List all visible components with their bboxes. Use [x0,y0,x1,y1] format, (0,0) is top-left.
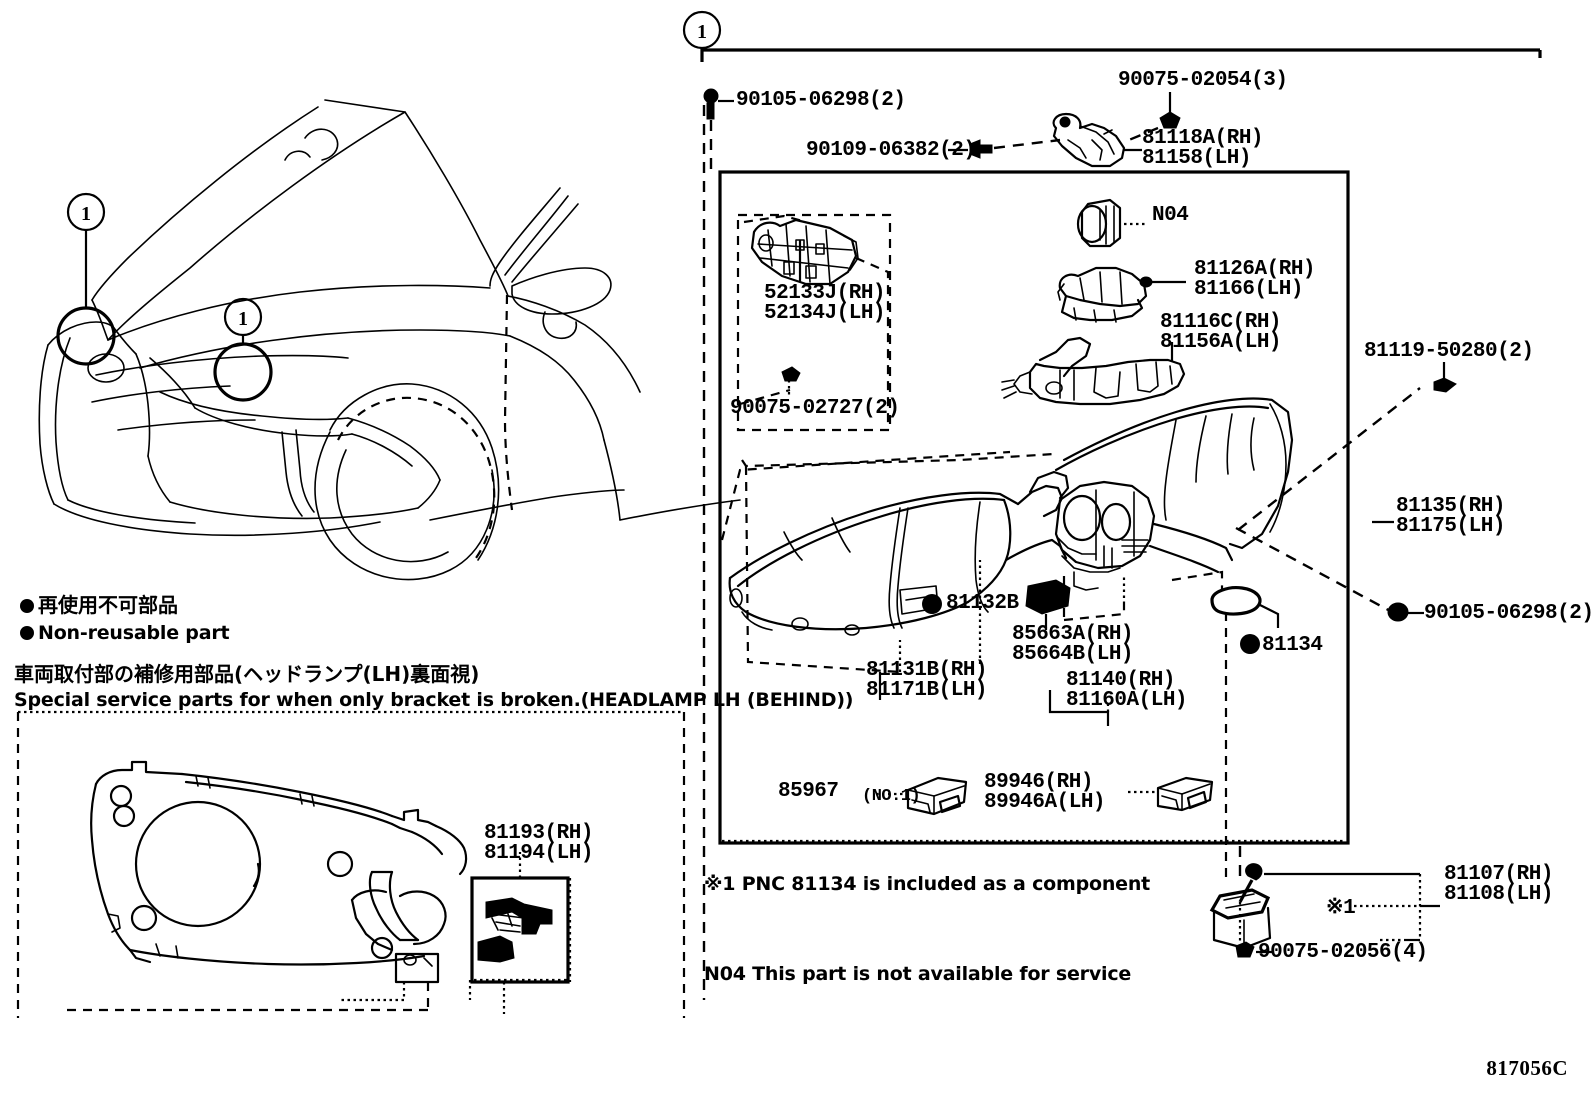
legend-special-en: Special service parts for when only brac… [14,689,854,711]
label-bracket-116-lh: 81156A(LH) [1160,331,1282,354]
label-service-bracket-rh: 81193(RH) [484,822,593,845]
label-housing-lh: 81175(LH) [1396,515,1505,538]
label-nut-top-right: 90075-02054(3) [1118,69,1288,92]
label-lens-dot: 81132B [946,592,1019,615]
label-computer-85967-no: (NO.1) [862,787,921,806]
label-bracket-116-rh: 81116C(RH) [1160,311,1282,334]
label-bracket-126-lh: 81166(LH) [1194,278,1303,301]
legend-special-jp: 車両取付部の補修用部品(ヘッドランプ(LH)裏面視) [14,662,480,686]
label-bolt-top-left: 90105-06298(2) [736,89,906,112]
legend-nonreusable-en: Non-reusable part [38,622,230,644]
label-unit-lh: 81160A(LH) [1066,689,1188,712]
label-computer-lh: 89946A(LH) [984,791,1106,814]
vehicle-illustration: 1 1 [38,99,741,581]
bracket-81116c [1001,336,1186,406]
svg-text:1: 1 [81,203,91,225]
label-bolt-right-low: 90105-06298(2) [1424,602,1592,625]
label-n04: N04 [1152,204,1189,227]
label-clip-cover: 90075-02727(2) [730,397,900,420]
cover-52133j-group [720,213,1011,541]
label-unit-rh: 81140(RH) [1066,669,1175,692]
label-bracket-126-rh: 81126A(RH) [1194,258,1316,281]
label-lens-lh: 81171B(LH) [866,679,988,702]
label-cover-lh: 52134J(LH) [764,302,886,325]
label-bulb-screw: 90075-02056(4) [1258,941,1428,964]
legend-nonreusable-jp: 再使用不可部品 [38,593,178,617]
legend-nonreusable-jp-row: 再使用不可部品 [20,593,178,618]
note-n04-not-available: N04 This part is not available for servi… [704,963,1132,985]
label-service-bracket-lh: 81194(LH) [484,842,593,865]
label-bulb-lh: 81108(LH) [1444,883,1553,906]
n04-socket [1076,198,1146,248]
bracket-81118a [1052,112,1126,168]
cover-52133j-part [750,218,859,286]
label-computer-rh: 89946(RH) [984,771,1093,794]
note-pnc-81134: ※1 PNC 81134 is included as a component [704,873,1151,895]
label-cap-81134: 81134 [1262,634,1323,657]
right-fasteners [1372,362,1457,622]
svg-text:1: 1 [697,21,707,43]
svg-text:1: 1 [238,308,248,330]
label-housing-rh: 81135(RH) [1396,495,1505,518]
legend-nonreusable-en-row: Non-reusable part [20,621,230,646]
label-computer-85967: 85967 [778,780,839,803]
label-screw-right: 81119-50280(2) [1364,340,1534,363]
label-socket-rh: 85663A(RH) [1012,623,1134,646]
label-socket-lh: 85664B(LH) [1012,643,1134,666]
diagram-id: 817056C [1486,1056,1568,1080]
label-bulb-rh: 81107(RH) [1444,863,1553,886]
label-bulb-ref: ※1 [1326,897,1356,920]
nonreusable-dot-icon [20,599,34,613]
label-lens-rh: 81131B(RH) [866,659,988,682]
nonreusable-dot-icon-2 [20,626,34,640]
label-bracket-upper-rh: 81118A(RH) [1142,127,1264,150]
label-cover-rh: 52133J(RH) [764,282,886,305]
label-bracket-upper-lh: 81158(LH) [1142,147,1251,170]
label-screw-mid: 90109-06382(2) [806,139,976,162]
